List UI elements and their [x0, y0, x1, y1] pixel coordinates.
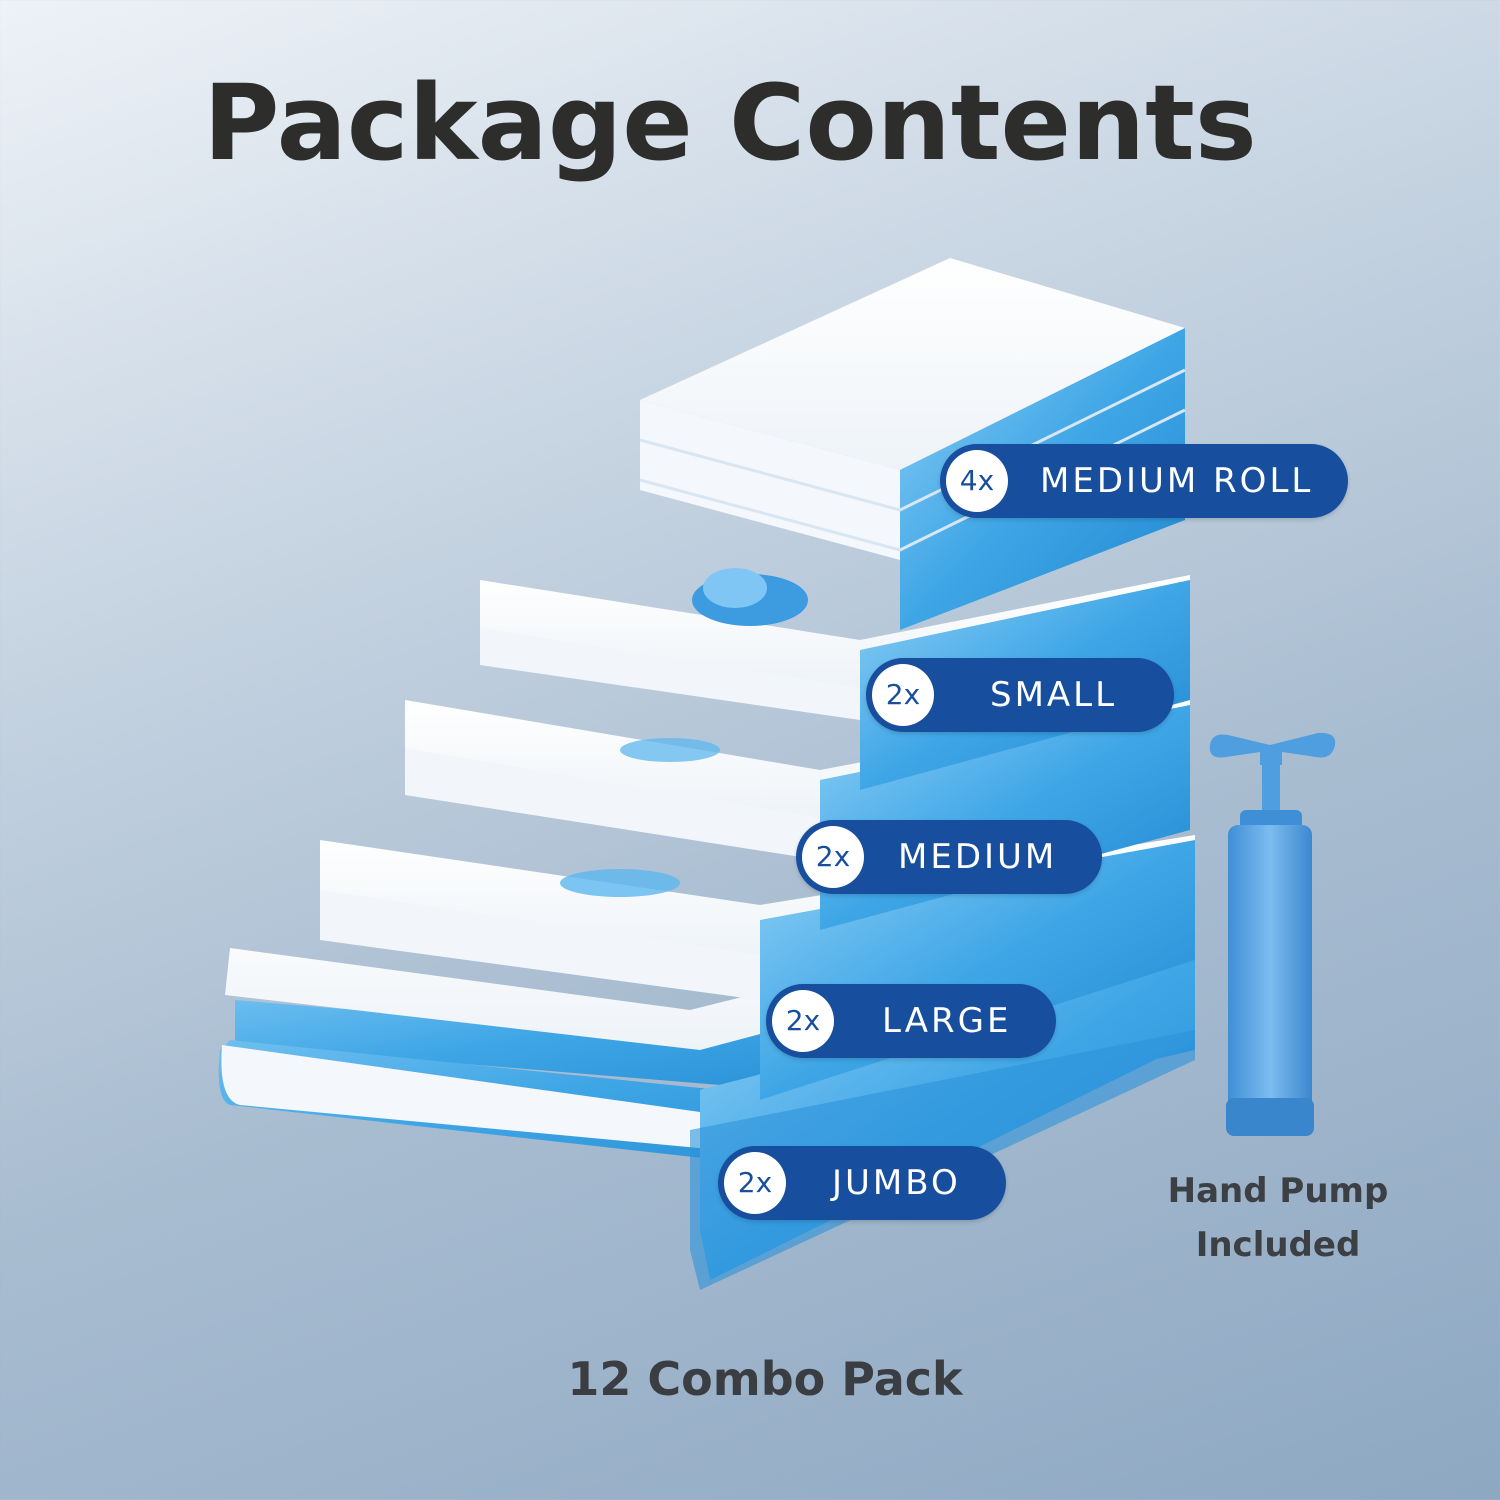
pump-caption: Hand Pump Included	[1140, 1164, 1416, 1272]
valve-icon	[692, 568, 808, 626]
badge-qty: 2x	[724, 1152, 786, 1214]
badge-large: 2x LARGE	[766, 984, 1056, 1058]
pump-caption-line1: Hand Pump	[1167, 1171, 1389, 1211]
badge-medium-roll: 4x MEDIUM ROLL	[940, 444, 1348, 518]
badge-label: LARGE	[882, 1001, 1012, 1041]
page-title: Package Contents	[203, 62, 1257, 184]
pack-caption: 12 Combo Pack	[567, 1352, 963, 1406]
badge-qty: 4x	[946, 450, 1008, 512]
badge-qty: 2x	[872, 664, 934, 726]
badge-label: JUMBO	[832, 1163, 961, 1203]
pump-caption-line2: Included	[1195, 1225, 1361, 1265]
badge-label: MEDIUM ROLL	[1040, 461, 1314, 501]
badge-jumbo: 2x JUMBO	[718, 1146, 1006, 1220]
badge-medium: 2x MEDIUM	[796, 820, 1102, 894]
vacuum-bag-icon	[480, 568, 1190, 790]
badge-label: SMALL	[990, 675, 1118, 715]
badge-small: 2x SMALL	[866, 658, 1174, 732]
hand-pump-icon	[1209, 732, 1336, 1136]
valve-icon	[560, 869, 680, 897]
badge-qty: 2x	[802, 826, 864, 888]
valve-icon	[620, 738, 720, 762]
badge-label: MEDIUM	[898, 837, 1058, 877]
badge-qty: 2x	[772, 990, 834, 1052]
